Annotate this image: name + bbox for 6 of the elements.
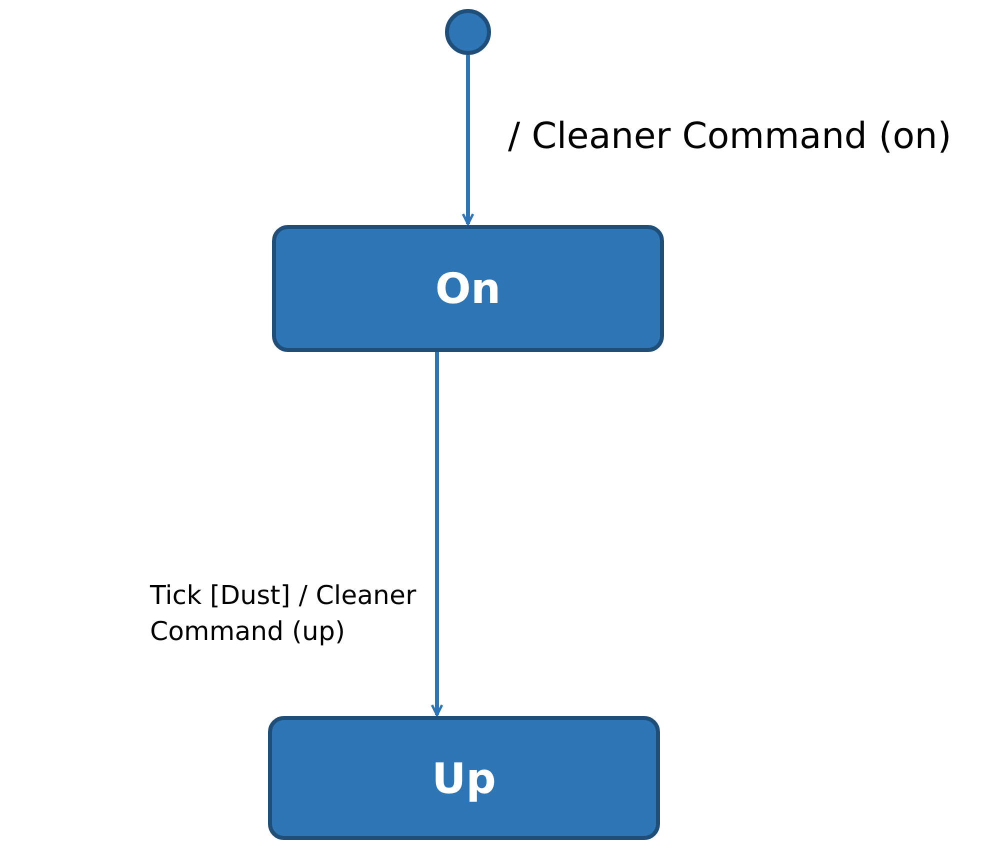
state-name: On <box>435 264 501 313</box>
transition-arrow <box>430 352 444 716</box>
state-name: Up <box>432 754 496 802</box>
state-box <box>272 225 664 352</box>
state-box <box>268 716 660 840</box>
transition-arrow <box>462 55 474 226</box>
